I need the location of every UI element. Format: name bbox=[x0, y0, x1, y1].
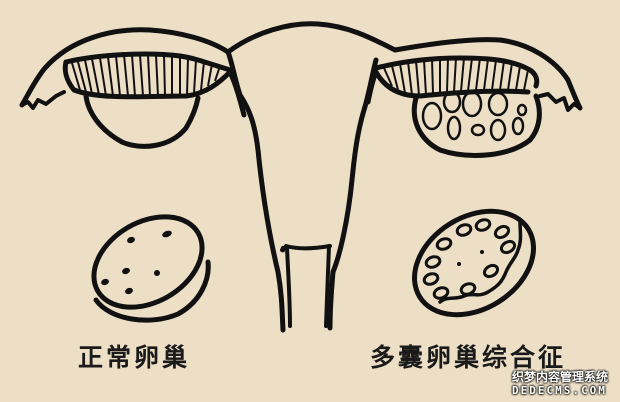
watermark-text-cn: 织梦内容管理系统 bbox=[512, 370, 609, 384]
label-pcos: 多囊卵巢综合征 bbox=[370, 343, 567, 372]
uterus bbox=[225, 21, 398, 333]
normal-ovary-cross-section bbox=[91, 214, 211, 323]
right-ovary-pcos bbox=[365, 37, 583, 158]
left-ovary-normal bbox=[19, 27, 247, 149]
label-normal-ovary: 正常卵巢 bbox=[78, 343, 191, 372]
pcos-ovary-cross-section bbox=[412, 208, 536, 318]
watermark-text-en: DEDECMS.COM bbox=[512, 384, 607, 397]
